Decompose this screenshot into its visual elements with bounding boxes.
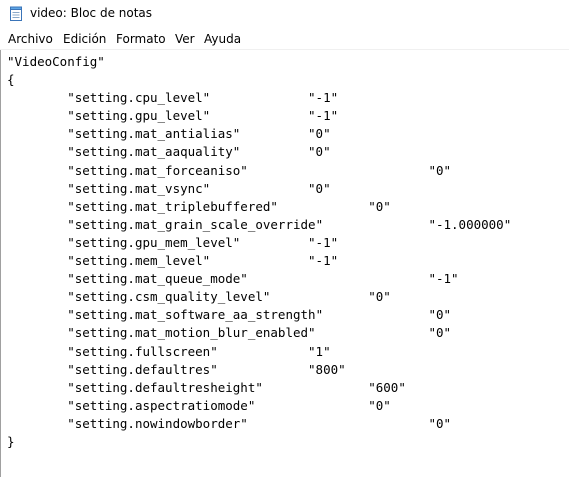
editor-content[interactable]: "VideoConfig" { "setting.cpu_level" "-1"… <box>7 54 512 449</box>
text-editor[interactable]: "VideoConfig" { "setting.cpu_level" "-1"… <box>0 50 569 477</box>
menu-bar: Archivo Edición Formato Ver Ayuda <box>0 28 569 50</box>
menu-ayuda[interactable]: Ayuda <box>204 32 242 46</box>
menu-edicion[interactable]: Edición <box>63 32 107 46</box>
menu-archivo[interactable]: Archivo <box>8 32 53 46</box>
notepad-icon <box>10 6 22 21</box>
menu-formato[interactable]: Formato <box>116 32 166 46</box>
menu-ver[interactable]: Ver <box>175 32 195 46</box>
title-bar[interactable]: video: Bloc de notas <box>0 0 569 28</box>
window-title: video: Bloc de notas <box>30 6 153 20</box>
